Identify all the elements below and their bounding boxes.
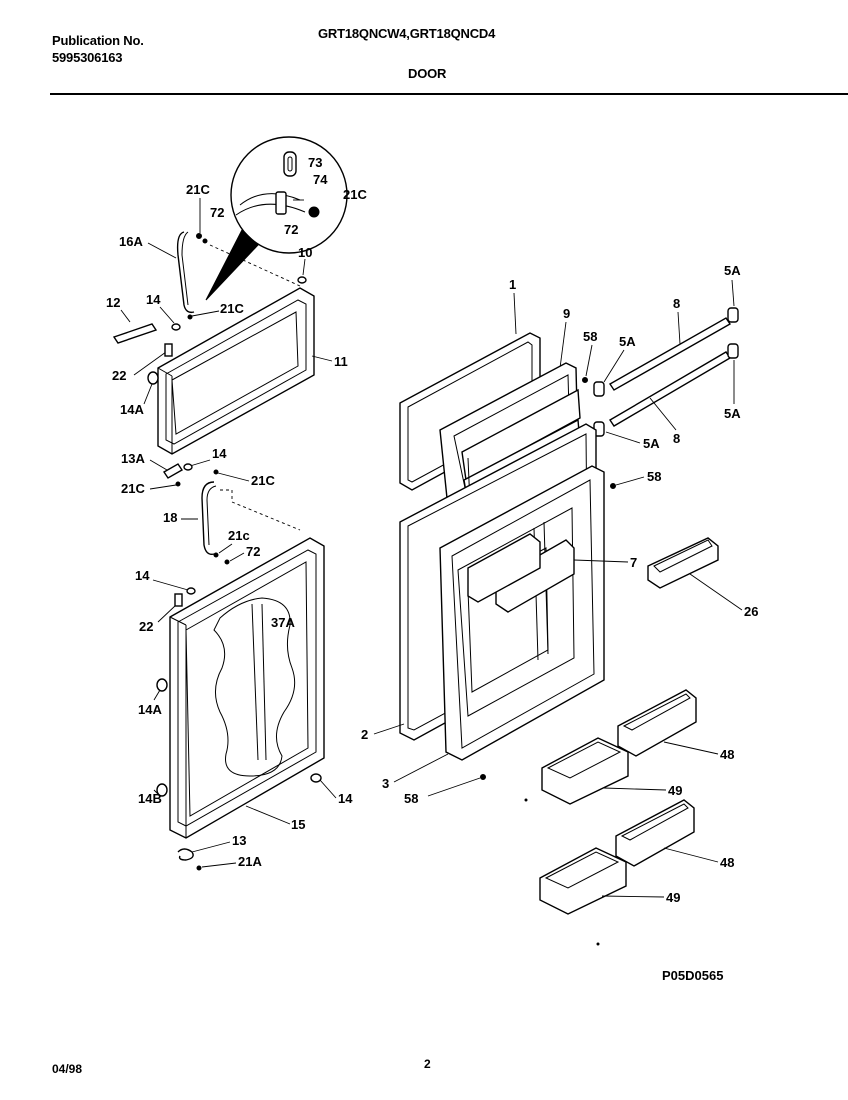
callout-58-a: 58	[583, 329, 597, 344]
callout-49-b: 49	[666, 890, 680, 905]
door-shelf-49-a	[541, 737, 629, 805]
handle-16A	[176, 231, 195, 314]
callout-21C-a: 21C	[186, 182, 210, 197]
callout-3: 3	[382, 776, 389, 791]
header-rule	[50, 93, 848, 95]
callout-22-b: 22	[139, 619, 153, 634]
magnifier-pointer	[205, 229, 259, 301]
callout-5A-a: 5A	[619, 334, 636, 349]
callout-48-a: 48	[720, 747, 734, 762]
callout-10: 10	[298, 245, 312, 260]
shelf-end-cap-5A-b	[727, 307, 739, 323]
foam-insulation-37A	[213, 597, 296, 777]
screw-21C-detail	[308, 206, 320, 218]
callout-22-a: 22	[112, 368, 126, 383]
callout-14-d: 14	[338, 791, 353, 806]
freezer-door-outer-11	[157, 287, 315, 455]
callout-13A: 13A	[121, 451, 145, 466]
bin-26	[647, 537, 719, 589]
callout-9: 9	[563, 306, 570, 321]
hinge-13	[177, 848, 194, 861]
callout-8-b: 8	[673, 431, 680, 446]
callout-2: 2	[361, 727, 368, 742]
shelf-rail-8-a	[609, 317, 731, 391]
callout-11: 11	[334, 354, 348, 369]
callout-21C-b: 21C	[220, 301, 244, 316]
door-shelf-48-a	[617, 689, 697, 757]
callout-48-b: 48	[720, 855, 734, 870]
callout-12: 12	[106, 295, 120, 310]
fresh-food-door-outer-15	[169, 537, 325, 839]
publication-number: 5995306163	[52, 50, 123, 65]
shelf-end-cap-5A-c	[727, 343, 739, 359]
callout-37A: 37A	[271, 615, 295, 630]
publication-label: Publication No.	[52, 33, 144, 48]
nameplate-12	[112, 323, 158, 344]
callout-8-a: 8	[673, 296, 680, 311]
callout-14A-a: 14A	[120, 402, 144, 417]
shelf-end-cap-5A-a	[593, 381, 605, 397]
callout-5A-b: 5A	[724, 263, 741, 278]
callout-21C-d: 21C	[121, 481, 145, 496]
footer-page-number: 2	[424, 1057, 431, 1071]
callout-14-c: 14	[135, 568, 150, 583]
hinge-bracket-74	[275, 191, 287, 215]
door-shelf-48-b	[615, 799, 695, 867]
section-title: DOOR	[408, 66, 447, 81]
callout-14-b: 14	[212, 446, 227, 461]
freezer-shelf-upper	[461, 388, 581, 482]
detail-magnifier	[205, 136, 348, 301]
callout-14A-b: 14A	[138, 702, 162, 717]
callout-26: 26	[744, 604, 758, 619]
callout-18: 18	[163, 510, 177, 525]
callout-21C-detail: 21C	[343, 187, 367, 202]
screw-cover-73	[283, 151, 297, 177]
callout-21A: 21A	[238, 854, 262, 869]
callout-72-b: 72	[246, 544, 260, 559]
callout-16A: 16A	[119, 234, 143, 249]
model-numbers: GRT18QNCW4,GRT18QNCD4	[318, 26, 496, 41]
callout-13: 13	[232, 833, 246, 848]
callout-49-a: 49	[668, 783, 682, 798]
door-shelf-49-b	[539, 847, 627, 915]
callout-5A-d: 5A	[643, 436, 660, 451]
callout-21c: 21c	[228, 528, 250, 543]
callout-15: 15	[291, 817, 305, 832]
drawing-code: P05D0565	[662, 968, 723, 983]
hinge-13A	[163, 463, 183, 479]
callout-73: 73	[308, 155, 322, 170]
callout-5A-c: 5A	[724, 406, 741, 421]
callout-14-a: 14	[146, 292, 161, 307]
footer-date: 04/98	[52, 1062, 83, 1076]
callout-7: 7	[630, 555, 637, 570]
callout-21C-c: 21C	[251, 473, 275, 488]
callout-58-b: 58	[647, 469, 661, 484]
callout-1: 1	[509, 277, 516, 292]
callout-74: 74	[313, 172, 328, 187]
shelf-rail-8-b	[609, 351, 731, 427]
callout-72-detail: 72	[284, 222, 298, 237]
callout-14B: 14B	[138, 791, 162, 806]
dairy-door-7	[495, 539, 575, 613]
callout-72-a: 72	[210, 205, 224, 220]
callout-58-c: 58	[404, 791, 418, 806]
